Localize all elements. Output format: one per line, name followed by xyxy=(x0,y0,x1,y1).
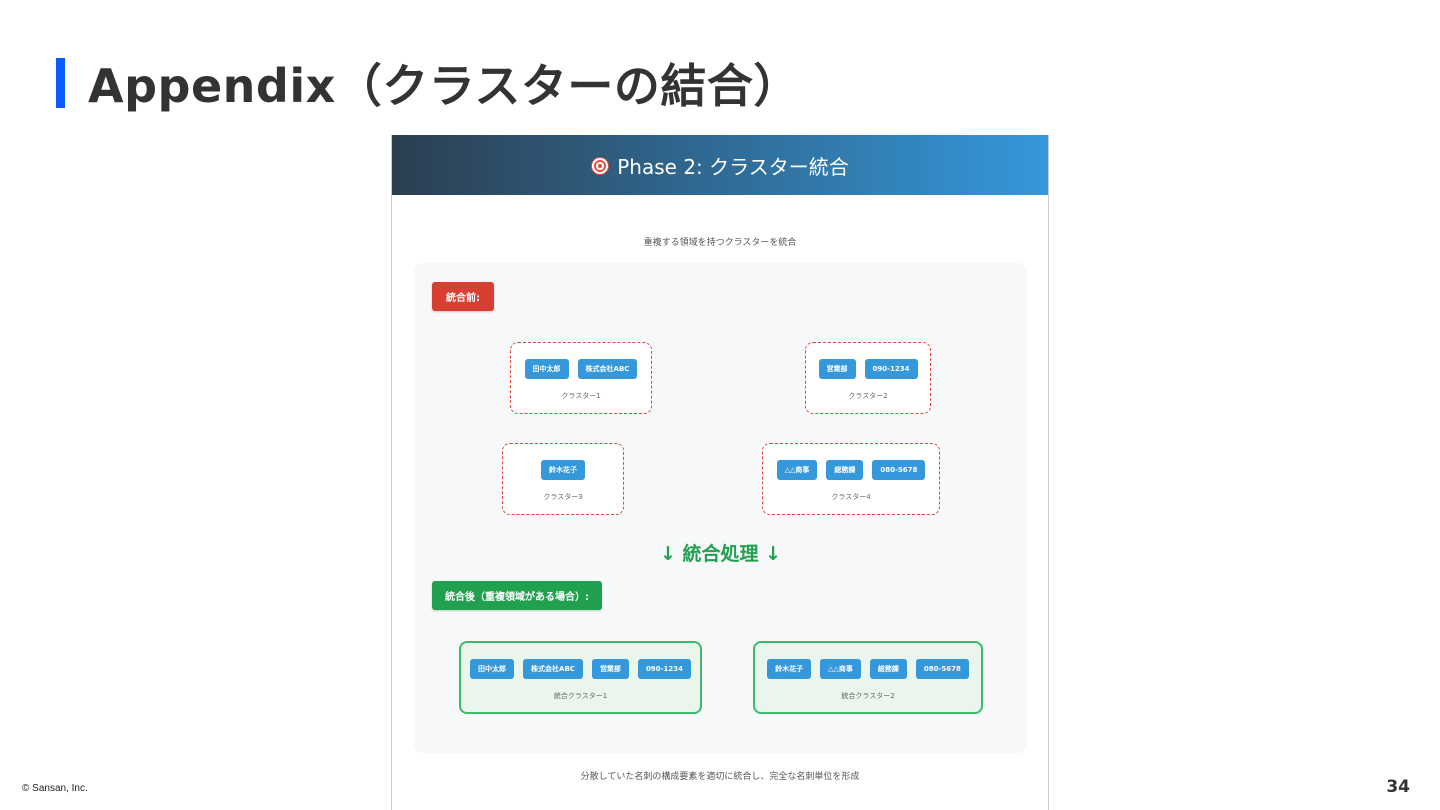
chip: △△商事 xyxy=(820,659,861,679)
chip: 営業部 xyxy=(818,359,856,379)
panel-header-title: Phase 2: クラスター統合 xyxy=(617,154,849,179)
chip: 株式会社ABC xyxy=(523,659,583,679)
panel-header: Phase 2: クラスター統合 xyxy=(392,135,1048,195)
chip: 鈴木花子 xyxy=(541,460,585,480)
merged-cluster-2: 鈴木花子 △△商事 総務課 080-5678 統合クラスター2 xyxy=(753,641,983,714)
cluster-2: 営業部 090-1234 クラスター2 xyxy=(805,342,931,414)
chip: 総務課 xyxy=(869,659,907,679)
cluster-diagram: 統合前: 田中太郎 株式会社ABC クラスター1 営業部 090-1234 クラ… xyxy=(414,263,1027,753)
panel-caption: 分散していた名刺の構成要素を適切に統合し、完全な名刺単位を形成 xyxy=(580,772,860,782)
cluster-1: 田中太郎 株式会社ABC クラスター1 xyxy=(510,342,652,414)
chip: 080-5678 xyxy=(872,460,926,480)
cluster-name: 統合クラスター2 xyxy=(841,692,895,700)
title-accent-bar xyxy=(56,58,65,108)
phase2-panel: Phase 2: クラスター統合 重複する領域を持つクラスターを統合 統合前: … xyxy=(391,135,1049,810)
chip: 総務課 xyxy=(826,460,864,480)
chip: 090-1234 xyxy=(637,659,691,679)
copyright-text: © Sansan, Inc. xyxy=(22,783,88,794)
chip: 田中太郎 xyxy=(524,359,569,379)
cluster-name: クラスター1 xyxy=(561,392,601,400)
merge-process-arrow: ↓ 統合処理 ↓ xyxy=(659,543,782,565)
chip: 080-5678 xyxy=(915,659,969,679)
cluster-name: 統合クラスター1 xyxy=(553,692,608,700)
cluster-name: クラスター3 xyxy=(543,493,583,501)
cluster-name: クラスター4 xyxy=(831,493,871,501)
chip: 090-1234 xyxy=(864,359,918,379)
cluster-3: 鈴木花子 クラスター3 xyxy=(502,443,624,515)
slide-title: Appendix（クラスターの結合） xyxy=(88,59,800,113)
page-number: 34 xyxy=(1386,777,1410,797)
chip: 営業部 xyxy=(591,659,629,679)
panel-subtitle: 重複する領域を持つクラスターを統合 xyxy=(643,238,797,248)
cluster-name: クラスター2 xyxy=(848,392,888,400)
cluster-4: △△商事 総務課 080-5678 クラスター4 xyxy=(762,443,940,515)
after-merge-label: 統合後（重複領域がある場合）: xyxy=(432,581,602,610)
merged-cluster-1: 田中太郎 株式会社ABC 営業部 090-1234 統合クラスター1 xyxy=(459,641,702,714)
chip: △△商事 xyxy=(776,460,818,480)
chip: 鈴木花子 xyxy=(767,659,812,679)
chip: 株式会社ABC xyxy=(577,359,638,379)
chip: 田中太郎 xyxy=(470,659,515,679)
before-merge-label: 統合前: xyxy=(432,282,494,311)
target-icon xyxy=(591,157,610,175)
